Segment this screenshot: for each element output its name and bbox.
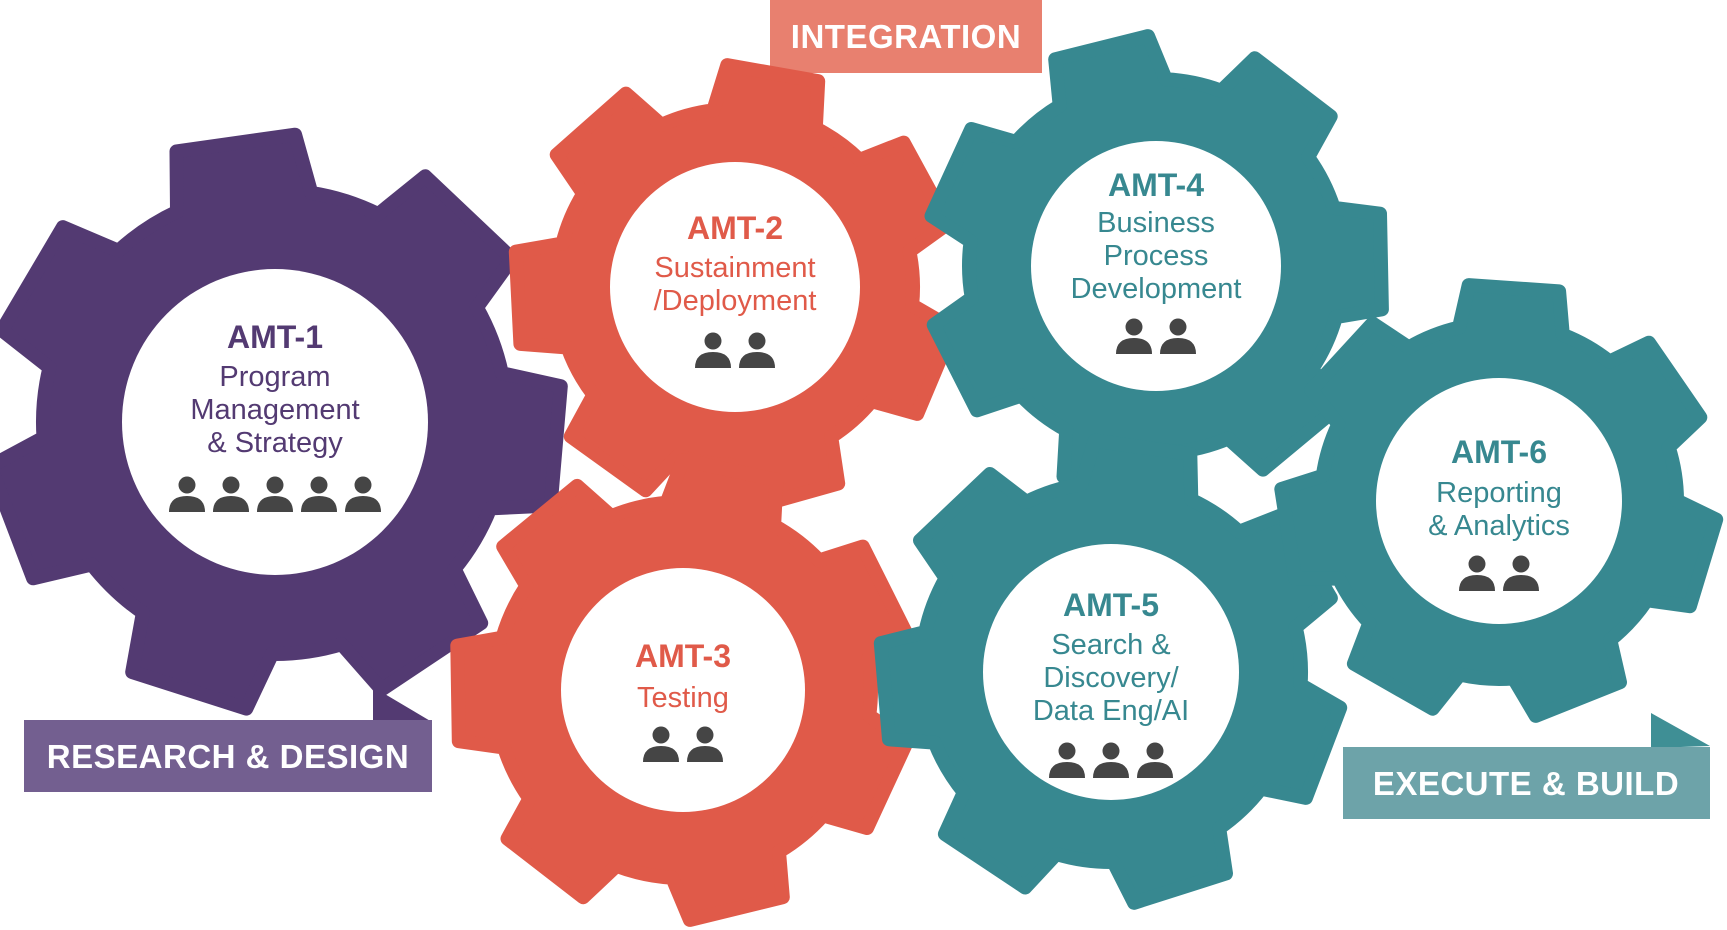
execute-ribbon-label: EXECUTE & BUILD xyxy=(1373,765,1679,802)
gear-amt-1-people xyxy=(169,476,381,512)
execute-ribbon-tab xyxy=(1651,713,1710,748)
gear-amt-2-line-1: Sustainment xyxy=(654,252,815,284)
person-icon xyxy=(169,476,205,512)
gear-amt-3-hub xyxy=(561,568,805,812)
gear-amt-1: AMT-1 Program Management & Strategy xyxy=(0,127,568,716)
gear-amt-5-people xyxy=(1049,742,1173,778)
gear-amt-1-line-3: & Strategy xyxy=(207,427,343,459)
gear-amt-4-line-1: Business xyxy=(1097,207,1215,239)
gear-amt-1-hub xyxy=(122,269,428,575)
person-icon xyxy=(257,476,293,512)
gear-amt-4-line-2: Process xyxy=(1104,240,1209,272)
person-icon xyxy=(1093,742,1129,778)
person-icon xyxy=(643,726,679,762)
gear-amt-1-line-1: Program xyxy=(219,361,330,393)
person-icon xyxy=(301,476,337,512)
integration-ribbon-bar xyxy=(770,0,1042,73)
integration-ribbon: INTEGRATION xyxy=(770,0,1042,100)
gear-amt-6-line-1: Reporting xyxy=(1436,477,1562,509)
execute-ribbon-bar xyxy=(1343,747,1710,819)
gear-amt-5-line-1: Search & xyxy=(1051,629,1170,661)
person-icon xyxy=(1049,742,1085,778)
gear-amt-4-id: AMT-4 xyxy=(1108,167,1204,203)
person-icon xyxy=(1459,555,1495,591)
person-icon xyxy=(695,332,731,368)
gear-amt-5-line-3: Data Eng/AI xyxy=(1033,695,1189,727)
research-ribbon-label: RESEARCH & DESIGN xyxy=(47,738,409,775)
research-ribbon-tab xyxy=(373,687,432,722)
gear-amt-3-id: AMT-3 xyxy=(635,638,731,674)
gear-amt-4-people xyxy=(1116,318,1196,354)
gear-amt-4-hub xyxy=(1031,141,1281,391)
integration-ribbon-label: INTEGRATION xyxy=(791,18,1021,55)
gear-amt-1-id: AMT-1 xyxy=(227,319,323,355)
execute-ribbon: EXECUTE & BUILD xyxy=(1343,713,1710,819)
gear-amt-2: AMT-2 Sustainment /Deployment xyxy=(508,58,960,516)
person-icon xyxy=(213,476,249,512)
person-icon xyxy=(739,332,775,368)
person-icon xyxy=(1137,742,1173,778)
gear-amt-6-id: AMT-6 xyxy=(1451,434,1547,470)
person-icon xyxy=(1503,555,1539,591)
gear-amt-6: AMT-6 Reporting & Analytics xyxy=(1274,278,1724,723)
gear-amt-6-line-2: & Analytics xyxy=(1428,510,1570,542)
gear-amt-6-people xyxy=(1459,555,1539,591)
gear-amt-1-line-2: Management xyxy=(190,394,359,426)
research-ribbon-bar xyxy=(24,720,432,792)
person-icon xyxy=(345,476,381,512)
gear-amt-4: AMT-4 Business Process Development xyxy=(924,29,1389,503)
gear-amt-5: AMT-5 Search & Discovery/ Data Eng/AI xyxy=(873,433,1348,910)
person-icon xyxy=(687,726,723,762)
gear-amt-3: AMT-3 Testing xyxy=(450,453,915,927)
gear-amt-5-id: AMT-5 xyxy=(1063,587,1159,623)
person-icon xyxy=(1116,318,1152,354)
person-icon xyxy=(1160,318,1196,354)
gear-amt-2-hub xyxy=(610,162,860,412)
research-ribbon: RESEARCH & DESIGN xyxy=(24,687,432,792)
gear-amt-3-people xyxy=(643,726,723,762)
gear-amt-5-hub xyxy=(983,544,1239,800)
gear-amt-2-id: AMT-2 xyxy=(687,210,783,246)
gear-amt-3-line-1: Testing xyxy=(637,682,729,714)
gear-amt-5-line-2: Discovery/ xyxy=(1043,662,1179,694)
gear-amt-4-line-3: Development xyxy=(1071,273,1242,305)
gear-amt-2-line-2: /Deployment xyxy=(654,285,817,317)
gear-amt-6-hub xyxy=(1376,378,1622,624)
gear-amt-2-people xyxy=(695,332,775,368)
